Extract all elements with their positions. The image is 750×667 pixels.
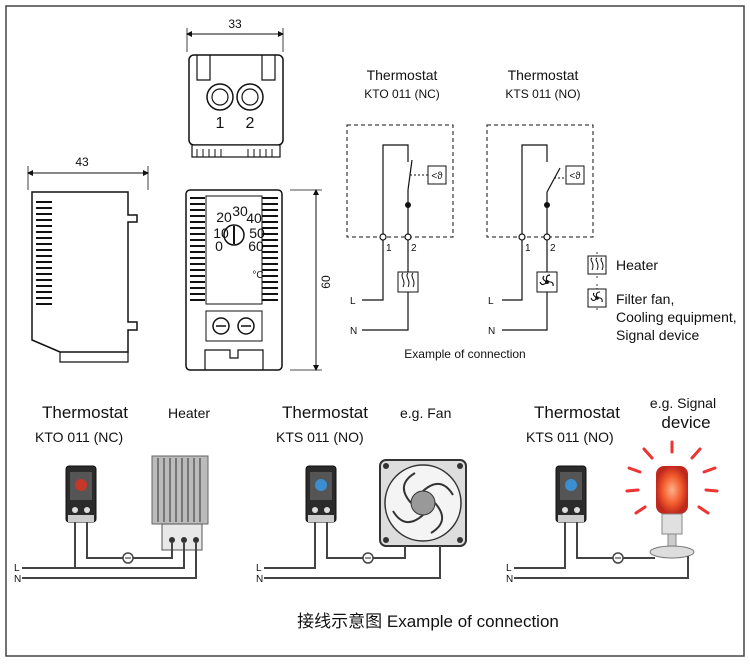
- ex3-device-line1: e.g. Signal: [650, 395, 716, 411]
- fan-icon: [379, 459, 467, 547]
- ex3-line-L: L: [506, 563, 512, 574]
- legend-fan-line3: Signal device: [616, 327, 699, 343]
- schematic-caption: Example of connection: [404, 347, 525, 361]
- legend-fan-line1: Filter fan,: [616, 291, 674, 307]
- front-view-drawing: 20 30 40 10 50 0 60 °C 60: [185, 189, 333, 371]
- no-term-2: 2: [550, 243, 556, 254]
- schematic-nc: Thermostat KTO 011 (NC) <ϑ 1 2 L N: [346, 67, 454, 337]
- nc-line-N: N: [350, 326, 357, 337]
- ex3-model: KTS 011 (NO): [526, 429, 614, 445]
- fan-symbol-icon: [539, 274, 554, 287]
- nc-temp-symbol: <ϑ: [431, 171, 443, 182]
- ex3-line-N: N: [506, 574, 513, 585]
- example-fan: Thermostat KTS 011 (NO) e.g. Fan L N: [256, 403, 467, 585]
- example-signal: Thermostat KTS 011 (NO) e.g. Signal devi…: [506, 395, 719, 585]
- dial-30: 30: [232, 203, 248, 219]
- nc-term-2: 2: [411, 243, 417, 254]
- dial-unit: °C: [252, 270, 263, 281]
- schematic-no: Thermostat KTS 011 (NO) <ϑ 1 2 L N: [486, 67, 594, 337]
- schematic-no-model: KTS 011 (NO): [505, 87, 580, 101]
- terminal-label-2: 2: [246, 115, 255, 132]
- dim-width-top: 33: [228, 17, 242, 31]
- schematic-nc-title: Thermostat: [367, 67, 438, 83]
- legend: Heater Filter fan, Cooling equipment, Si…: [587, 252, 737, 343]
- no-temp-symbol: <ϑ: [569, 171, 581, 182]
- page-caption: 接线示意图 Example of connection: [297, 612, 559, 631]
- no-line-L: L: [488, 296, 494, 307]
- dial-50: 50: [249, 225, 265, 241]
- ex1-model: KTO 011 (NC): [35, 429, 123, 445]
- ex2-line-L: L: [256, 563, 262, 574]
- dim-width-side: 43: [75, 155, 89, 169]
- signal-light-icon: [625, 440, 719, 559]
- example-heater: Thermostat KTO 011 (NC) Heater L N: [14, 403, 210, 585]
- no-line-N: N: [488, 326, 495, 337]
- schematic-no-title: Thermostat: [508, 67, 579, 83]
- ex2-device: e.g. Fan: [400, 405, 451, 421]
- legend-fan-line2: Cooling equipment,: [616, 309, 737, 325]
- side-view-drawing: 43: [27, 155, 149, 363]
- ex1-line-L: L: [14, 563, 20, 574]
- ex2-line-N: N: [256, 574, 263, 585]
- dial-0: 0: [215, 238, 223, 254]
- no-term-1: 1: [525, 243, 531, 254]
- ex1-title: Thermostat: [42, 403, 128, 422]
- ex1-line-N: N: [14, 574, 21, 585]
- top-view-drawing: 33 1 2: [186, 17, 284, 158]
- schematic-nc-model: KTO 011 (NC): [364, 87, 440, 101]
- ex2-title: Thermostat: [282, 403, 368, 422]
- nc-line-L: L: [350, 296, 356, 307]
- ex1-device: Heater: [168, 405, 210, 421]
- legend-heater: Heater: [616, 257, 658, 273]
- terminal-label-1: 1: [216, 115, 225, 132]
- dial-60: 60: [248, 238, 264, 254]
- ex3-device-line2: device: [661, 413, 710, 432]
- dial-10: 10: [213, 225, 229, 241]
- ex3-title: Thermostat: [534, 403, 620, 422]
- dim-height: 60: [319, 275, 333, 289]
- nc-term-1: 1: [386, 243, 392, 254]
- dial-40: 40: [246, 210, 262, 226]
- dial-20: 20: [216, 209, 232, 225]
- ex2-model: KTS 011 (NO): [276, 429, 364, 445]
- outer-border: [5, 5, 745, 657]
